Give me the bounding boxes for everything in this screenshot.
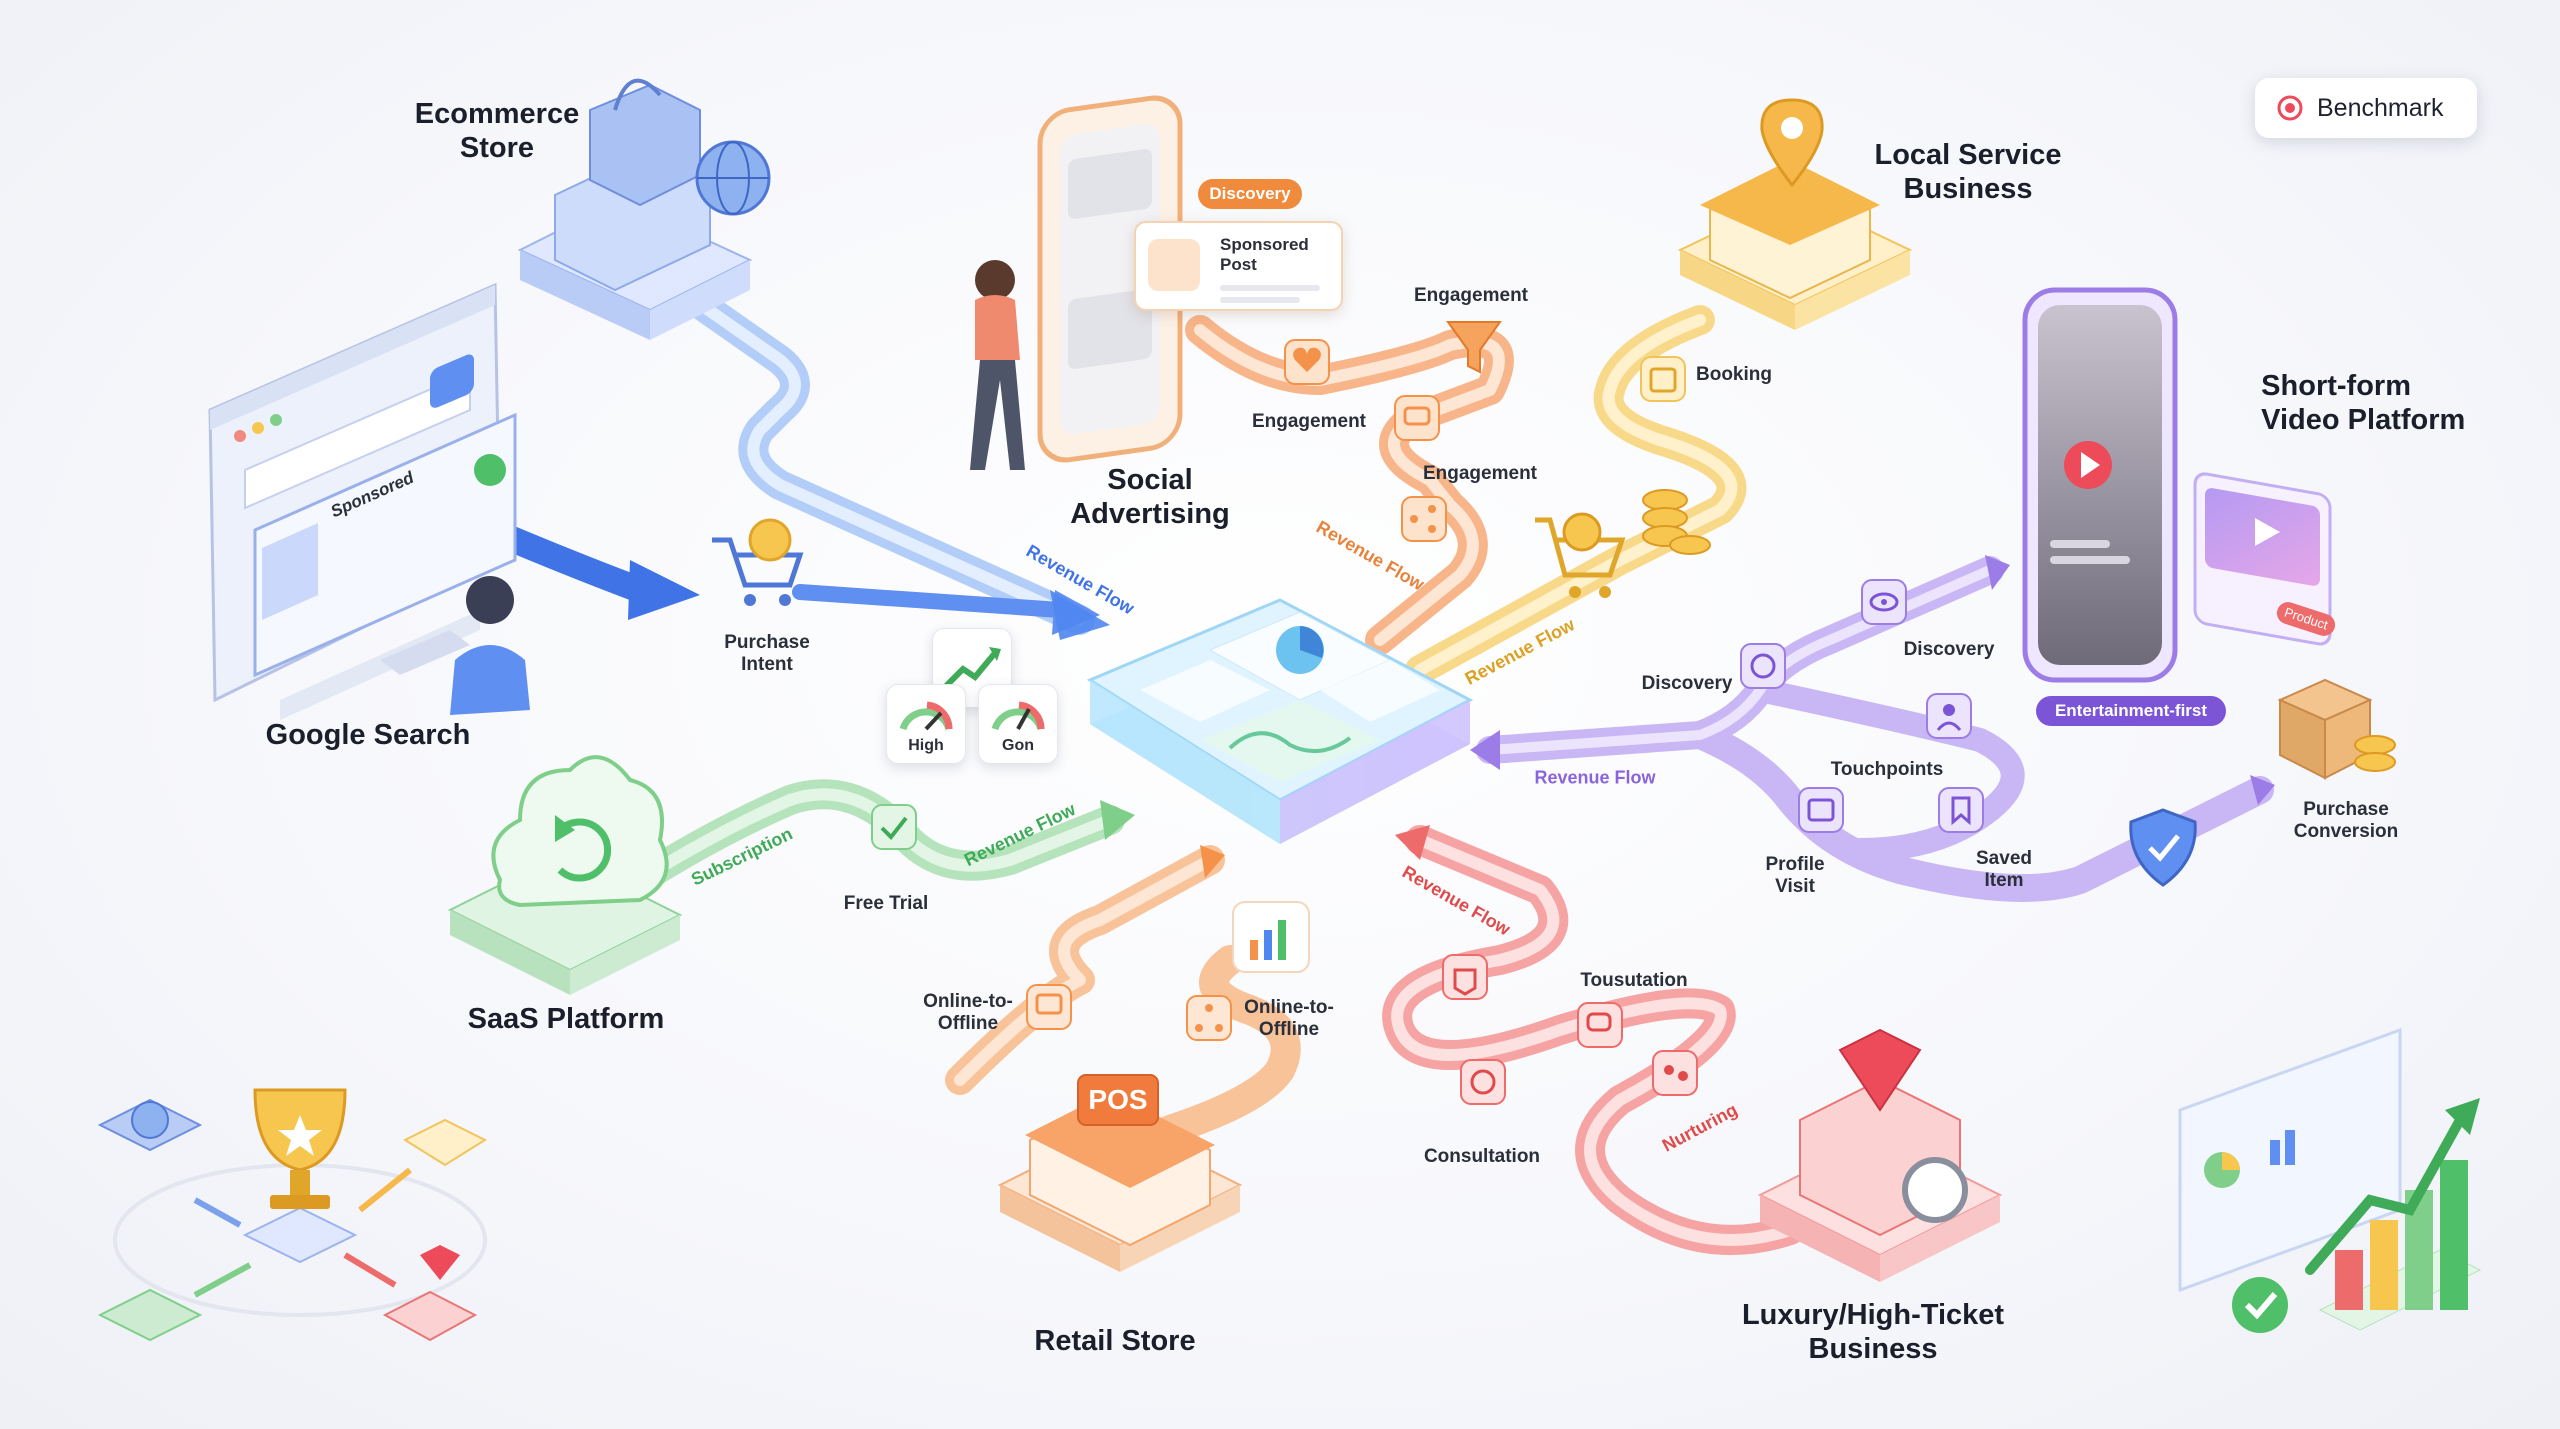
consultation-label: Consultation: [1423, 1146, 1541, 1167]
social-phone-illustration: [970, 95, 1183, 470]
profile-visit-label: Profile Visit: [1765, 854, 1825, 897]
benchmark-trophy-cluster: [97, 1088, 488, 1342]
gauge-high-card: High: [886, 684, 966, 764]
discovery-right-label: Discovery: [1903, 639, 1995, 660]
sponsored-post-card: Sponsored Post: [1134, 221, 1343, 311]
gauge-icon: [991, 701, 1045, 731]
local-service-title: Local Service Business: [1874, 139, 2062, 205]
network-icon: [1186, 995, 1232, 1041]
social-advertising-title: Social Advertising: [1070, 464, 1230, 530]
target-icon: [2277, 95, 2303, 121]
benchmark-label: Benchmark: [2317, 94, 2444, 122]
bookmark-icon: [1938, 787, 1984, 833]
booking-label: Booking: [1696, 364, 1772, 385]
gauge-gon-card: Gon: [978, 684, 1058, 764]
gauge-icon: [899, 701, 953, 731]
shopping-bag-icon: [1148, 239, 1200, 291]
ecommerce-store-illustration: [517, 78, 771, 340]
monitor-icon: [1026, 984, 1072, 1030]
sponsored-post-label: Sponsored Post: [1220, 235, 1309, 274]
coins-icon: [1642, 489, 1711, 555]
retail-store-illustration: [997, 1074, 1243, 1272]
touchpoints-label: Touchpoints: [1830, 759, 1944, 780]
short-form-phone-illustration: [2022, 287, 2332, 683]
purchase-conversion-label: Purchase Conversion: [2293, 799, 2399, 842]
package-icon: [2277, 678, 2396, 780]
central-analytics-hub: [1086, 598, 1474, 844]
user-icon: [1926, 693, 1972, 739]
growth-chart-icon: [1232, 901, 1310, 973]
google-search-illustration: [208, 282, 530, 720]
heart-icon: [1284, 339, 1330, 385]
benchmark-button[interactable]: Benchmark: [2255, 78, 2477, 138]
saas-title: SaaS Platform: [467, 1003, 665, 1035]
engagement-left-label: Engagement: [1251, 411, 1367, 432]
free-trial-label: Free Trial: [843, 893, 929, 914]
text-line: [1220, 297, 1300, 303]
chat-icon: [1577, 1002, 1623, 1048]
message-icon: [1460, 1059, 1506, 1105]
saas-cloud-illustration: [447, 755, 683, 995]
ecommerce-title: Ecommerce Store: [414, 98, 580, 164]
shield-check-icon: [2129, 808, 2197, 887]
retail-title: Retail Store: [1034, 1325, 1196, 1357]
saved-item-label: Saved Item: [1976, 848, 2032, 891]
funnel-icon: [1446, 321, 1502, 374]
eye-icon: [1861, 579, 1907, 625]
o2o-left-label: Online-to- Offline: [923, 991, 1013, 1034]
gauge-gon-label: Gon: [1002, 737, 1034, 754]
google-search-title: Google Search: [265, 719, 471, 751]
entertainment-first-badge: Entertainment-first: [2036, 696, 2226, 726]
discovery-left-label: Discovery: [1641, 673, 1733, 694]
share-icon: [1401, 496, 1447, 542]
tousutation-label: Tousutation: [1580, 970, 1688, 991]
text-line: [1220, 285, 1320, 291]
luxury-store-illustration: [1757, 1028, 2003, 1282]
local-service-illustration: [1677, 98, 1913, 330]
pos-sign: POS: [1088, 1084, 1148, 1115]
growth-dashboard-illustration: [2178, 1027, 2482, 1333]
yellow-cart-icon: [1535, 512, 1626, 598]
gauge-high-label: High: [908, 737, 944, 754]
o2o-right-label: Online-to- Offline: [1244, 997, 1334, 1040]
engagement-top-label: Engagement: [1413, 285, 1529, 306]
check-icon: [871, 804, 917, 850]
discovery-badge: Discovery: [1198, 179, 1302, 209]
image-icon: [1798, 787, 1844, 833]
purchase-intent-label: Purchase Intent: [724, 632, 810, 675]
revenue-flow-purple-label: Revenue Flow: [1534, 767, 1656, 788]
engagement-mid-label: Engagement: [1422, 463, 1538, 484]
lock-badge-icon: [1442, 954, 1488, 1000]
short-form-title: Short-form Video Platform: [2261, 370, 2466, 436]
comment-icon: [1394, 395, 1440, 441]
compass-icon: [1740, 643, 1786, 689]
luxury-title: Luxury/High-Ticket Business: [1741, 1299, 2005, 1365]
handshake-icon: [1652, 1050, 1698, 1096]
calendar-icon: [1640, 356, 1686, 402]
trend-up-icon: [944, 647, 1001, 688]
shopping-cart-icon: [712, 518, 804, 606]
